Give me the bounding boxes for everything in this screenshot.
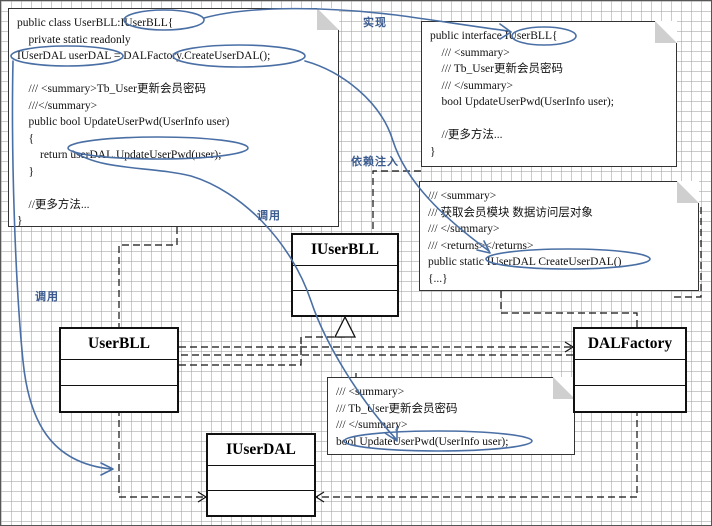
class-userbll-name: UserBLL	[61, 329, 177, 360]
dalfactory-code-lines: /// <summary> /// 获取会员模块 数据访问层对象 /// </sum…	[428, 188, 690, 287]
userbll-code-note: public class UserBLL:IUserBLL{ private s…	[8, 8, 339, 227]
iuserdal-code-note: /// <summary> /// Tb_User更新会员密码 /// </summ…	[327, 377, 575, 455]
class-userbll[interactable]: UserBLL	[59, 327, 179, 413]
note-link-dalfactory	[500, 291, 638, 327]
code-line: }	[17, 165, 35, 178]
note-link-iuserbll-interface	[372, 170, 421, 233]
iuserbll-interface-note: public interface IUserBLL{ /// <summary>…	[421, 21, 677, 167]
class-iuserdal-attributes	[208, 466, 314, 491]
class-iuserbll-operations	[293, 291, 397, 314]
realization-line	[179, 336, 345, 366]
arrowhead-iuserdal-right	[314, 491, 325, 503]
code-line: {	[17, 132, 35, 145]
code-line: /// </summary>	[428, 223, 500, 235]
code-line: /// <returns></returns>	[428, 239, 534, 252]
code-line: /// 获取会员模块 数据访问层对象	[428, 206, 593, 219]
code-line: public class UserBLL:IUserBLL{	[17, 17, 174, 29]
class-dalfactory-operations	[575, 386, 685, 410]
code-line: return userDAL.UpdateUserPwd(user);	[17, 149, 222, 161]
class-iuserbll-attributes	[293, 266, 397, 291]
label-calls-update: 调用	[257, 209, 281, 222]
class-userbll-operations	[61, 386, 177, 410]
arrowhead-dalfactory	[564, 341, 575, 353]
class-iuserdal-operations	[208, 491, 314, 514]
code-line: private static readonly	[17, 33, 131, 46]
code-line: IUserDAL userDAL = DALFactory.CreateUser…	[17, 50, 271, 62]
iuserdal-code-lines: /// <summary> /// Tb_User更新会员密码 /// </summ…	[336, 384, 566, 450]
dalfactory-code-note: /// <summary> /// 获取会员模块 数据访问层对象 /// </sum…	[419, 181, 699, 291]
code-line: /// <summary>Tb_User更新会员密码	[17, 83, 206, 95]
code-line: ///</summary>	[17, 99, 98, 112]
code-line: }	[17, 215, 23, 227]
class-dalfactory-name: DALFactory	[575, 329, 685, 360]
code-line: }	[430, 145, 436, 158]
code-line: /// Tb_User更新会员密码	[430, 63, 564, 75]
code-line: //更多方法...	[430, 129, 503, 141]
code-line: public interface IUserBLL{	[430, 30, 558, 42]
code-line: /// Tb_User更新会员密码	[336, 402, 458, 415]
code-line: public static IUserDAL CreateUserDAL()	[428, 256, 622, 268]
label-implements: 实现	[363, 16, 387, 29]
stroke-calls-left-head	[100, 462, 114, 476]
code-line: /// <summary>	[428, 190, 497, 202]
label-calls-left: 调用	[35, 290, 59, 303]
code-line	[17, 65, 330, 82]
code-line: /// <summary>	[336, 386, 405, 398]
code-line	[430, 111, 668, 128]
userbll-code-lines: public class UserBLL:IUserBLL{ private s…	[17, 15, 330, 230]
code-line: /// </summary>	[336, 419, 408, 431]
class-iuserdal-name: IUserDAL	[208, 435, 314, 466]
class-iuserbll-name: IUserBLL	[293, 235, 397, 266]
code-line: /// <summary>	[430, 46, 510, 59]
arrowhead-iuserdal-left	[197, 491, 208, 503]
code-line: bool UpdateUserPwd(UserInfo user);	[430, 96, 614, 108]
code-line	[17, 180, 330, 197]
class-dalfactory[interactable]: DALFactory	[573, 327, 687, 413]
note-link-iuserbll	[118, 227, 178, 329]
iuserbll-code-lines: public interface IUserBLL{ /// <summary>…	[430, 28, 668, 160]
class-iuserdal[interactable]: IUserDAL	[206, 433, 316, 517]
class-userbll-attributes	[61, 360, 177, 386]
code-line: bool UpdateUserPwd(UserInfo user);	[336, 435, 509, 448]
code-line: /// </summary>	[430, 79, 513, 92]
realization-arrowhead	[333, 315, 357, 338]
class-iuserbll[interactable]: IUserBLL	[291, 233, 399, 317]
class-dalfactory-attributes	[575, 360, 685, 386]
code-line: {...}	[428, 272, 448, 285]
code-line: //更多方法...	[17, 198, 90, 211]
label-dependency-injection: 依赖注入	[351, 155, 399, 168]
code-line: public bool UpdateUserPwd(UserInfo user)	[17, 116, 230, 128]
